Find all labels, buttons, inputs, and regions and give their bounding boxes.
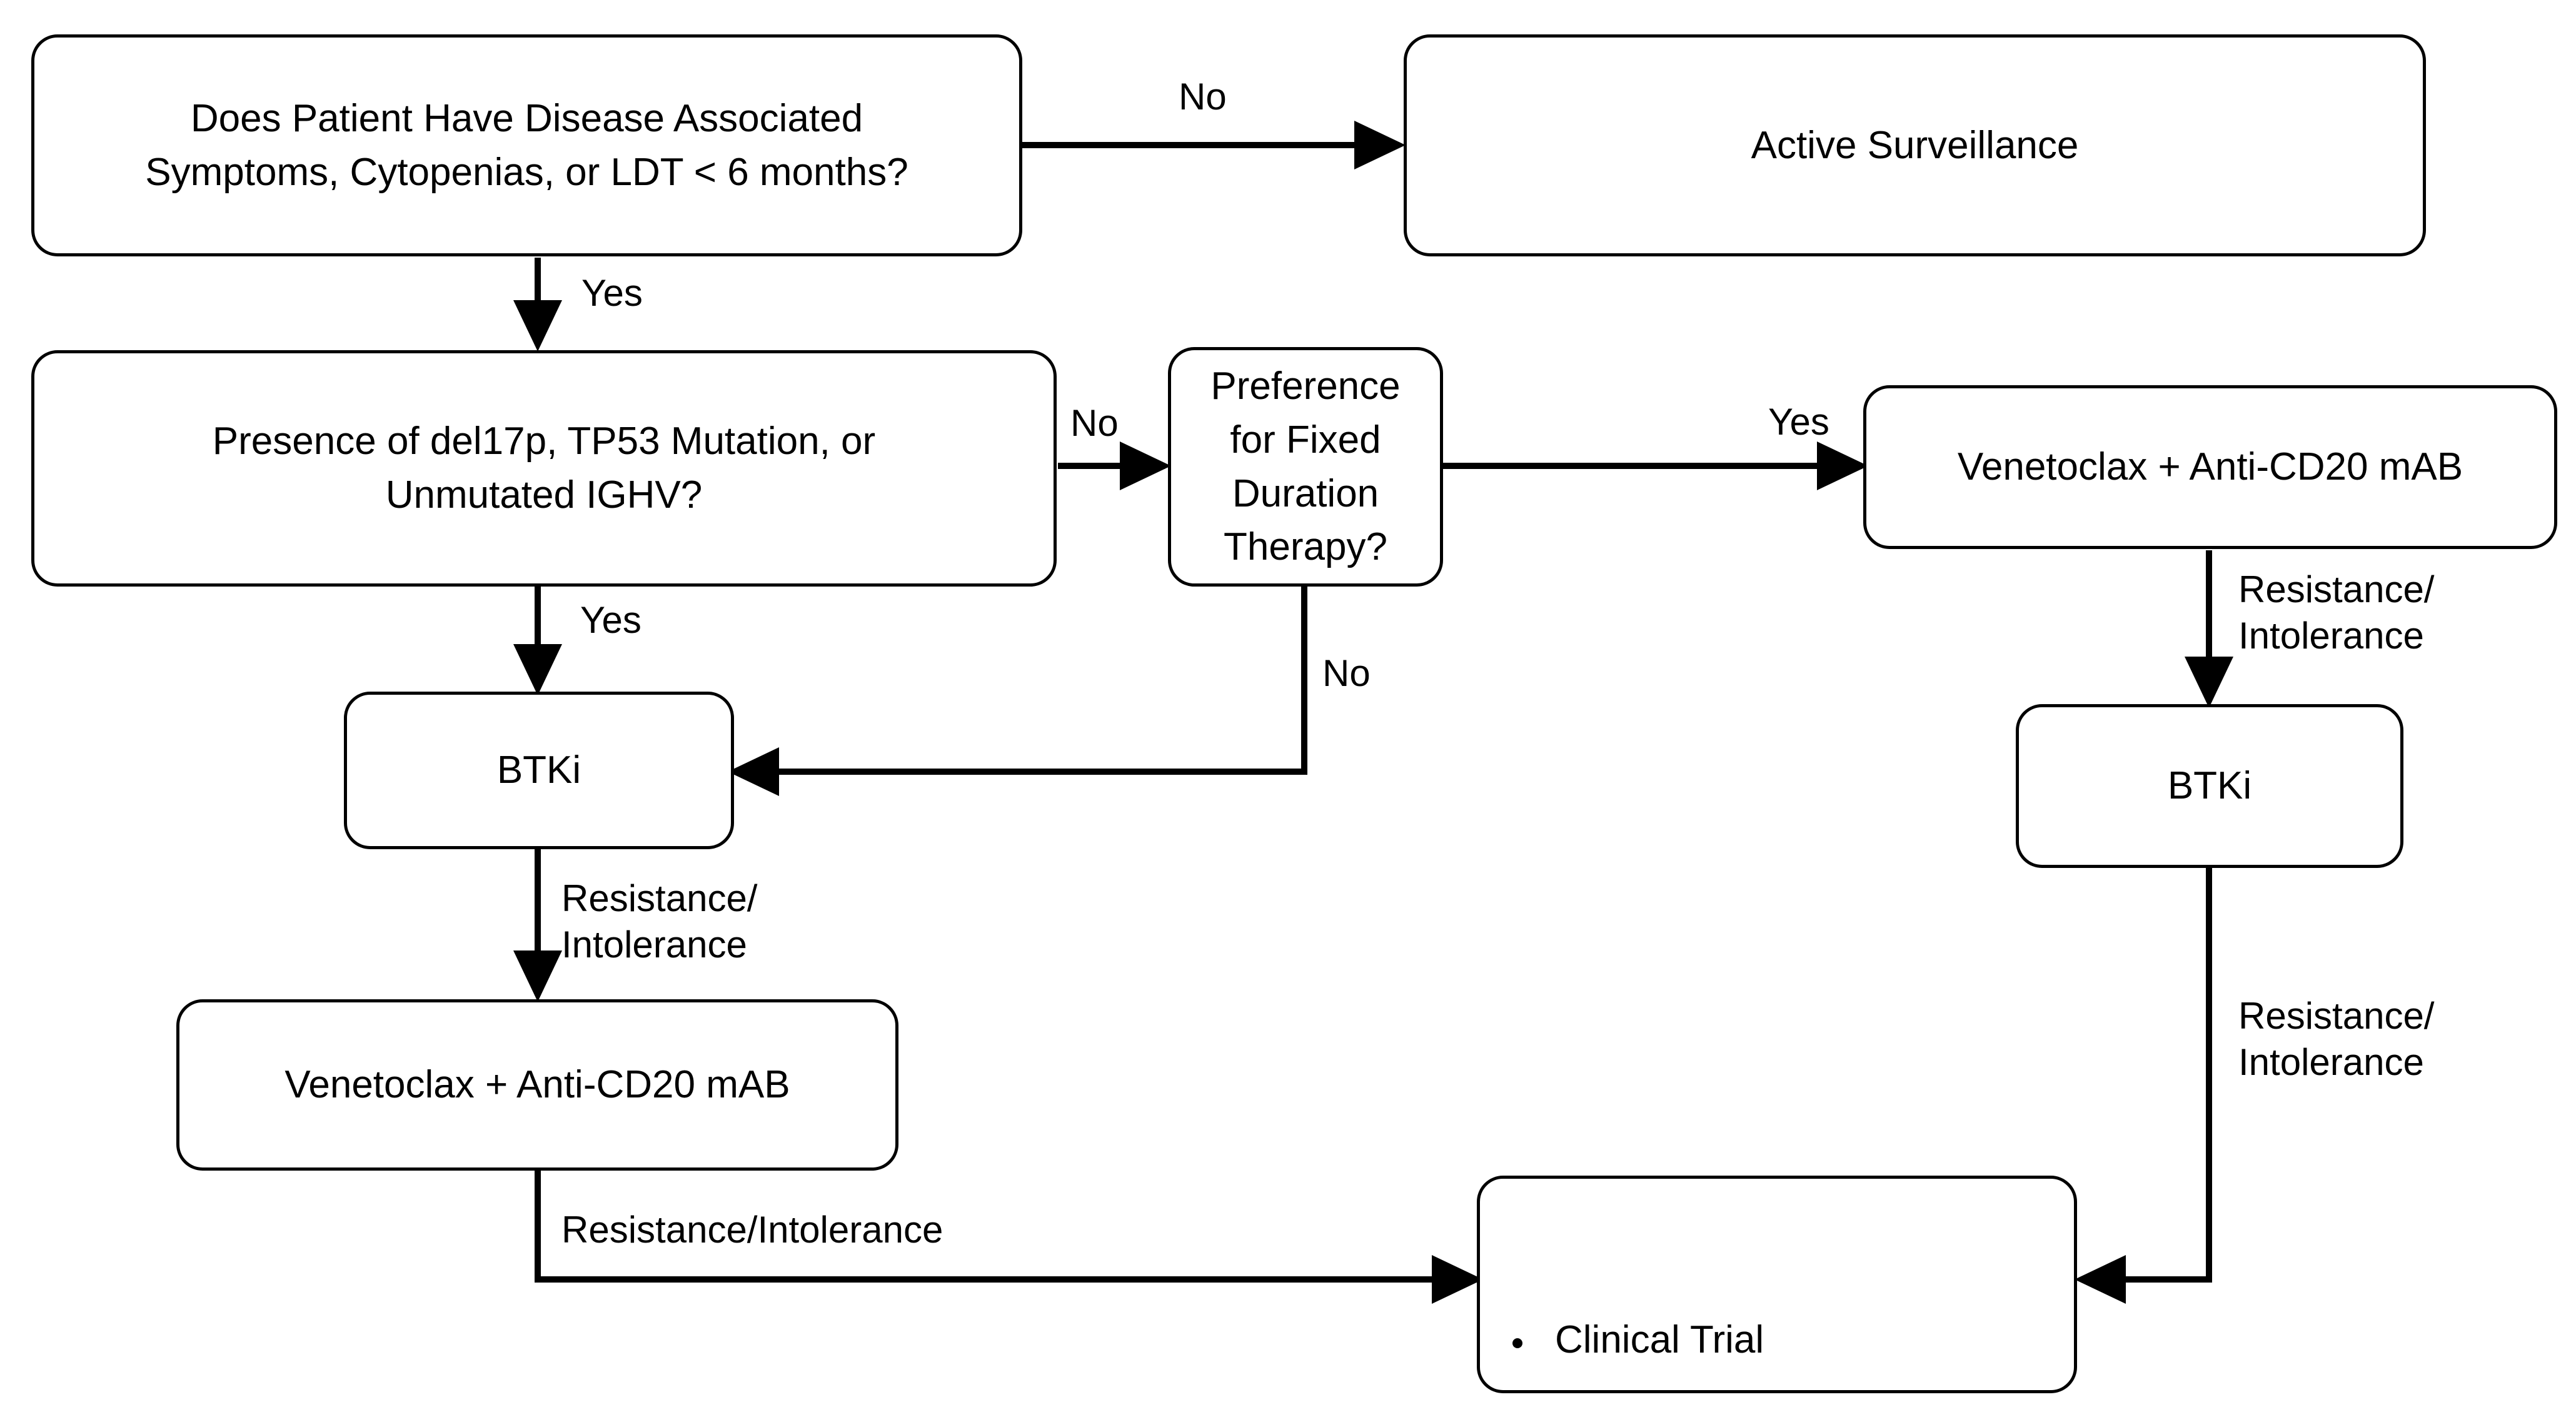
node-active-surveillance[interactable]: Active Surveillance xyxy=(1404,34,2426,256)
edge-label-genetics-yes: Yes xyxy=(580,599,641,641)
node-btki-left[interactable]: BTKi xyxy=(344,692,734,849)
node-venetoclax-right-label: Venetoclax + Anti-CD20 mAB xyxy=(1957,445,2463,489)
salvage-options-list: Clinical Trial CAR T cell Therapy PI3K I… xyxy=(1480,1233,2074,1417)
edge-label-symptoms-no: No xyxy=(1179,76,1227,118)
node-question-symptoms[interactable]: Does Patient Have Disease Associated Sym… xyxy=(31,34,1022,256)
node-question-fixed-duration-label: Preference for Fixed Duration Therapy? xyxy=(1210,365,1401,569)
node-btki-right[interactable]: BTKi xyxy=(2016,704,2403,868)
edge-label-venetoclax-left-resistance: Resistance/Intolerance xyxy=(561,1209,943,1251)
edge-label-genetics-no: No xyxy=(1070,402,1119,444)
edge-label-btki-right-resistance: Resistance/ Intolerance xyxy=(2238,995,2435,1084)
node-btki-right-label: BTKi xyxy=(2167,764,2252,808)
edge-fixed-duration-no xyxy=(727,587,1307,796)
list-item: Clinical Trial xyxy=(1512,1318,2074,1362)
node-active-surveillance-label: Active Surveillance xyxy=(1751,123,2079,167)
node-question-symptoms-label: Does Patient Have Disease Associated Sym… xyxy=(145,96,908,194)
edge-label-venetoclax-right-resistance: Resistance/ Intolerance xyxy=(2238,568,2435,657)
node-venetoclax-left[interactable]: Venetoclax + Anti-CD20 mAB xyxy=(176,999,898,1171)
node-venetoclax-right[interactable]: Venetoclax + Anti-CD20 mAB xyxy=(1863,385,2557,549)
edge-label-symptoms-yes: Yes xyxy=(581,272,643,314)
node-question-genetics[interactable]: Presence of del17p, TP53 Mutation, or Un… xyxy=(31,350,1057,587)
edge-btki-right-resistance xyxy=(2074,868,2212,1304)
salvage-option-label: Clinical Trial xyxy=(1555,1318,1764,1362)
node-venetoclax-left-label: Venetoclax + Anti-CD20 mAB xyxy=(284,1063,790,1107)
node-btki-left-label: BTKi xyxy=(496,749,581,792)
edge-label-fixed-duration-yes: Yes xyxy=(1768,401,1829,443)
edge-label-fixed-duration-no: No xyxy=(1322,652,1371,694)
edge-label-btki-left-resistance: Resistance/ Intolerance xyxy=(561,877,758,966)
node-question-fixed-duration[interactable]: Preference for Fixed Duration Therapy? xyxy=(1168,347,1443,587)
node-question-genetics-label: Presence of del17p, TP53 Mutation, or Un… xyxy=(212,420,876,517)
node-salvage-options[interactable]: Clinical Trial CAR T cell Therapy PI3K I… xyxy=(1477,1176,2077,1393)
